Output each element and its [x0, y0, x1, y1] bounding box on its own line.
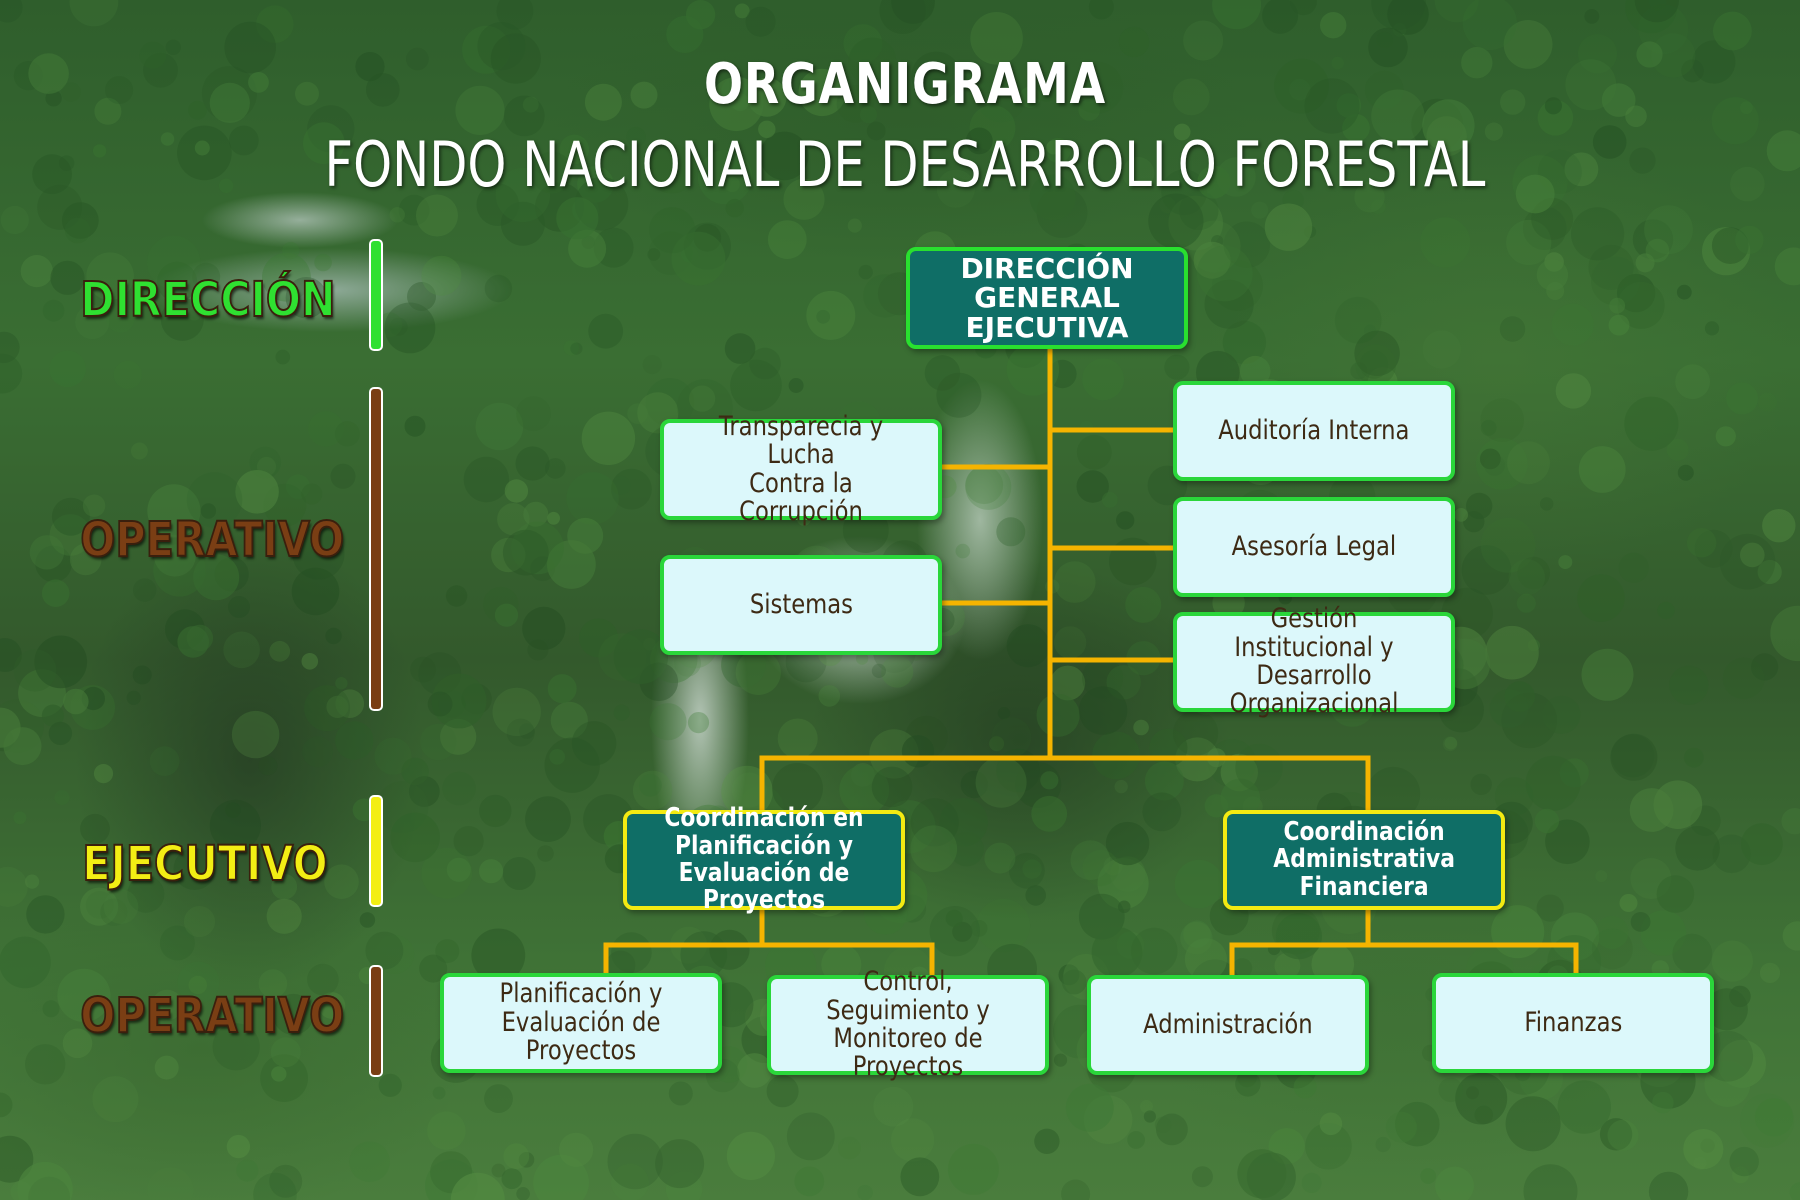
node-coordinacion-administrativa-label: Coordinación Administrativa Financiera	[1273, 817, 1455, 902]
level-bar-operativo-1	[371, 389, 381, 709]
level-bar-ejecutivo	[371, 797, 381, 905]
node-gestion-institucional: Gestión Institucional y Desarrollo Organ…	[1173, 605, 1455, 718]
node-control-seguimiento-label: Control, Seguimiento y Monitoreo de Proy…	[826, 966, 990, 1083]
node-coordinacion-planificacion: Coordinación en Planificación y Evaluaci…	[623, 805, 905, 914]
level-bar-operativo-2	[371, 967, 381, 1075]
node-administracion: Administración	[1087, 975, 1369, 1075]
node-coordinacion-planificacion-label: Coordinación en Planificación y Evaluaci…	[664, 803, 864, 916]
node-gestion-institucional-label: Gestión Institucional y Desarrollo Organ…	[1229, 603, 1399, 720]
level-label-direccion: DIRECCIÓN	[79, 271, 336, 329]
node-coordinacion-administrativa: Coordinación Administrativa Financiera	[1223, 810, 1505, 910]
node-sistemas-label: Sistemas	[749, 588, 853, 620]
node-finanzas-label: Finanzas	[1524, 1006, 1622, 1038]
node-asesoria-legal-label: Asesoría Legal	[1231, 530, 1397, 562]
node-auditoria-interna-label: Auditoría Interna	[1218, 414, 1410, 446]
node-asesoria-legal: Asesoría Legal	[1173, 497, 1455, 597]
node-auditoria-interna: Auditoría Interna	[1173, 381, 1455, 481]
node-direccion-general: DIRECCIÓN GENERAL EJECUTIVA	[906, 247, 1188, 349]
node-administracion-label: Administración	[1143, 1008, 1313, 1040]
level-label-operativo-1: OPERATIVO	[79, 511, 345, 569]
level-bar-direccion	[371, 241, 381, 349]
level-label-ejecutivo: EJECUTIVO	[81, 835, 328, 893]
node-control-seguimiento: Control, Seguimiento y Monitoreo de Proy…	[767, 968, 1049, 1081]
level-label-operativo-2: OPERATIVO	[79, 987, 345, 1045]
node-sistemas: Sistemas	[660, 555, 942, 655]
node-finanzas: Finanzas	[1432, 973, 1714, 1073]
node-direccion-general-label: DIRECCIÓN GENERAL EJECUTIVA	[960, 251, 1134, 344]
node-transparencia: Transparecia y Lucha Contra la Corrupció…	[660, 412, 942, 526]
chart-subtitle: FONDO NACIONAL DE DESARROLLO FORESTAL	[324, 128, 1486, 201]
node-planificacion-evaluacion-label: Planificación y Evaluación de Proyectos	[499, 978, 663, 1067]
chart-title: ORGANIGRAMA	[703, 52, 1106, 117]
node-transparencia-label: Transparecia y Lucha Contra la Corrupció…	[718, 410, 884, 527]
node-planificacion-evaluacion: Planificación y Evaluación de Proyectos	[440, 973, 722, 1073]
